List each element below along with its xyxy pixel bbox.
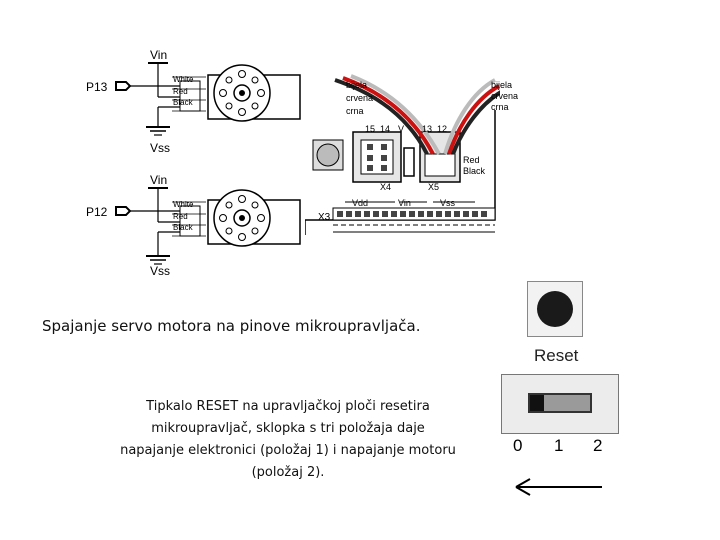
- header-number-v: V: [398, 124, 405, 134]
- right-wire-label-bijela: bijela: [491, 80, 513, 90]
- caption-reset: Tipkalo RESET na upravljačkoj ploči rese…: [120, 399, 456, 480]
- wire-label-black-bottom: Black: [173, 223, 193, 232]
- servo-schematic-bottom: [115, 187, 301, 265]
- switch-track-fill: [544, 395, 590, 411]
- board-illustration: [305, 74, 500, 235]
- header-number-15: 15: [365, 124, 376, 134]
- servo-schematic-top: [115, 62, 301, 136]
- bus-label-vin: Vin: [398, 198, 411, 208]
- caption-servo: Spajanje servo motora na pinove mikroupr…: [42, 317, 421, 335]
- switch-position-2: 2: [593, 436, 603, 455]
- switch-position-1: 1: [554, 436, 564, 455]
- vss-label-bottom: Vss: [150, 264, 171, 278]
- right-wire-label-crna: crna: [491, 102, 509, 112]
- pin-label-p13: P13: [86, 80, 108, 94]
- bus-label-vss: Vss: [440, 198, 456, 208]
- vin-label-top: Vin: [150, 48, 168, 62]
- side-label-black: Black: [463, 166, 486, 176]
- wire-label-red-top: Red: [173, 87, 188, 96]
- switch-slot: [528, 393, 592, 413]
- vin-label-bottom: Vin: [150, 173, 168, 187]
- reset-button-cap: [537, 291, 573, 327]
- pin-label-p12: P12: [86, 205, 108, 219]
- wire-label-white-top: White: [173, 75, 194, 84]
- switch-position-0: 0: [513, 436, 523, 455]
- bus-label-x3: X3: [318, 212, 331, 223]
- left-wire-label-bijela: bijela: [346, 80, 368, 90]
- bus-label-vdd: Vdd: [352, 198, 369, 208]
- reset-label: Reset: [534, 346, 579, 365]
- left-arrow-icon: [515, 478, 602, 496]
- wire-label-white-bottom: White: [173, 200, 194, 209]
- right-wire-label-crvena: crvena: [491, 91, 519, 101]
- connector-label-x4: X4: [380, 182, 392, 192]
- vss-label-top: Vss: [150, 141, 171, 155]
- reset-button[interactable]: [527, 281, 583, 337]
- header-number-13: 13: [422, 124, 433, 134]
- left-wire-label-crna: crna: [346, 106, 364, 116]
- wire-label-black-top: Black: [173, 98, 193, 107]
- header-number-12: 12: [437, 124, 448, 134]
- left-wire-label-crvena: crvena: [346, 93, 374, 103]
- side-label-red: Red: [463, 155, 480, 165]
- header-number-14: 14: [380, 124, 391, 134]
- switch-knob[interactable]: [530, 395, 544, 411]
- power-switch[interactable]: [501, 374, 619, 434]
- wire-label-red-bottom: Red: [173, 212, 188, 221]
- connector-label-x5: X5: [428, 182, 440, 192]
